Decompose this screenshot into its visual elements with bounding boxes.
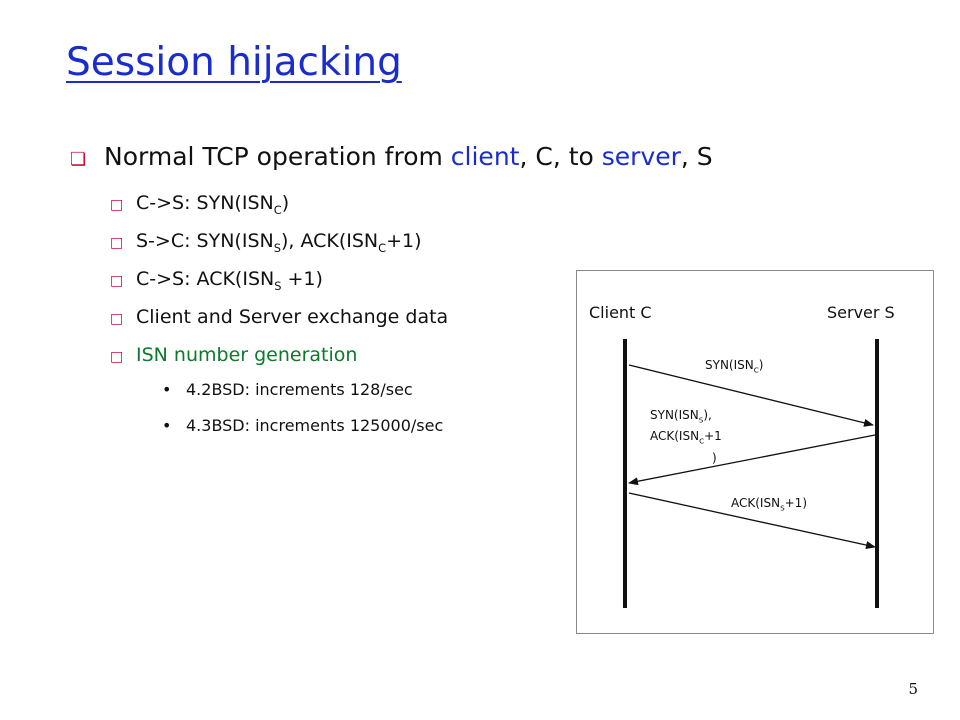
ack-message-label: ACK(ISNS+1) xyxy=(731,495,807,516)
handshake-arrows xyxy=(623,339,879,608)
step-subscript: S xyxy=(274,278,282,293)
bullet-mid: , C, to xyxy=(519,142,602,171)
step-text: C->S: SYN(ISNC) xyxy=(136,192,289,217)
bullet-normal-tcp: ❏ Normal TCP operation from client, C, t… xyxy=(70,142,713,171)
msg-part: SYN(ISN xyxy=(705,358,754,372)
page-number: 5 xyxy=(908,680,918,698)
msg-line: ACK(ISNC+1 xyxy=(650,428,722,449)
step-part: +1) xyxy=(281,268,323,290)
square-bullet-icon: □ xyxy=(110,349,124,365)
bullet-suffix: , S xyxy=(680,142,713,171)
step-text: C->S: ACK(ISNS +1) xyxy=(136,268,323,293)
msg-part: SYN(ISN xyxy=(650,408,699,422)
step-part: ), ACK(ISN xyxy=(280,230,379,252)
bullet-prefix: Normal TCP operation from xyxy=(104,142,451,171)
ack-arrow xyxy=(628,492,876,549)
square-bullet-icon: □ xyxy=(110,311,124,327)
msg-line: SYN(ISNS), xyxy=(650,407,722,428)
step-subscript: C xyxy=(273,202,282,217)
handshake-diagram: Client C Server S SYN(ISNC) SYN(ISNS), A… xyxy=(576,270,934,634)
msg-part: +1 xyxy=(704,429,722,444)
step-part: C->S: ACK(ISN xyxy=(136,268,275,290)
step-syn: □ C->S: SYN(ISNC) xyxy=(110,192,289,217)
server-word: server xyxy=(601,142,681,171)
client-label: Client C xyxy=(589,303,652,322)
msg-line: ) xyxy=(712,450,717,465)
step-part: S->C: SYN(ISN xyxy=(136,230,274,252)
step-ack: □ C->S: ACK(ISNS +1) xyxy=(110,268,323,293)
step-exchange: □ Client and Server exchange data xyxy=(110,306,448,328)
msg-subscript: C xyxy=(699,436,705,446)
square-bullet-icon: □ xyxy=(110,197,124,213)
msg-part: ACK(ISN xyxy=(650,429,700,444)
syn-message-label: SYN(ISNC) xyxy=(705,357,763,378)
step-part: ) xyxy=(281,192,290,214)
step-subscript: C xyxy=(378,240,387,255)
isn-item-text: 4.3BSD: increments 125000/sec xyxy=(186,416,444,435)
square-bullet-icon: ❏ xyxy=(70,149,87,170)
msg-part: ), xyxy=(703,408,712,422)
square-bullet-icon: □ xyxy=(110,273,124,289)
isn-label: ISN number generation xyxy=(136,344,358,366)
msg-subscript: S xyxy=(780,503,785,513)
msg-part: +1) xyxy=(784,496,807,510)
step-syn-ack: □ S->C: SYN(ISNS), ACK(ISNC+1) xyxy=(110,230,422,255)
square-bullet-icon: □ xyxy=(110,235,124,251)
msg-subscript: C xyxy=(753,365,759,375)
step-part: C->S: SYN(ISN xyxy=(136,192,274,214)
dot-bullet-icon: • xyxy=(162,416,172,435)
step-subscript: S xyxy=(273,240,281,255)
isn-generation: □ ISN number generation xyxy=(110,344,357,366)
isn-item-43bsd: • 4.3BSD: increments 125000/sec xyxy=(162,416,443,435)
step-part: +1) xyxy=(386,230,422,252)
msg-part: ACK(ISN xyxy=(731,496,781,510)
isn-item-text: 4.2BSD: increments 128/sec xyxy=(186,380,413,399)
syn-ack-message-label: SYN(ISNS), ACK(ISNC+1 ) xyxy=(650,407,722,466)
isn-item-42bsd: • 4.2BSD: increments 128/sec xyxy=(162,380,413,399)
msg-part: ) xyxy=(758,358,764,372)
slide-title: Session hijacking xyxy=(66,40,402,85)
syn-ack-arrow xyxy=(628,434,876,486)
syn-arrow xyxy=(628,364,874,427)
dot-bullet-icon: • xyxy=(162,380,172,399)
msg-subscript: S xyxy=(698,415,704,425)
step-text: S->C: SYN(ISNS), ACK(ISNC+1) xyxy=(136,230,422,255)
client-word: client xyxy=(450,142,520,171)
bullet-text: Normal TCP operation from client, C, to … xyxy=(104,142,713,171)
step-text: Client and Server exchange data xyxy=(136,306,449,328)
server-label: Server S xyxy=(827,303,895,322)
